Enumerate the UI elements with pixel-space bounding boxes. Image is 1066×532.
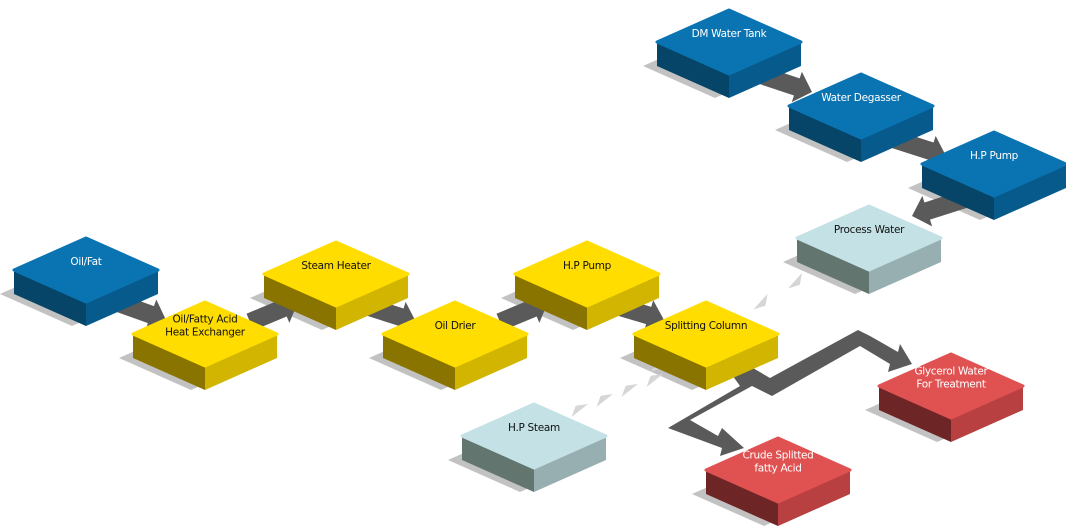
block-label: For Treatment: [916, 379, 985, 391]
block-left-face: [264, 274, 336, 330]
block-dm-water-tank[interactable]: DM Water Tank: [655, 8, 803, 98]
block-right-face: [729, 42, 801, 98]
block-water-degasser[interactable]: Water Degasser: [787, 72, 935, 162]
block-top-face: [460, 402, 608, 470]
block-label: Heat Exchanger: [165, 327, 246, 339]
block-label: H.P Pump: [563, 260, 612, 272]
block-top-face: [795, 204, 943, 272]
block-left-face: [879, 386, 951, 442]
block-label: Crude Splitted: [742, 450, 813, 462]
block-right-face: [205, 334, 277, 390]
block-left-face: [14, 270, 86, 326]
block-oil-fat[interactable]: Oil/Fat: [12, 236, 160, 326]
block-label: H.P Steam: [508, 422, 560, 434]
flow-hp-steam-to-splitting-column-chevrons: [571, 374, 663, 418]
block-left-face: [383, 334, 455, 390]
steam-chevron: [753, 293, 768, 310]
block-right-face: [587, 274, 659, 330]
block-right-face: [994, 164, 1066, 220]
block-label: H.P Pump: [970, 150, 1019, 162]
steam-chevron: [571, 404, 588, 418]
steam-chevron: [646, 374, 663, 388]
block-label: Oil/Fat: [70, 256, 101, 268]
block-label: Glycerol Water: [914, 366, 988, 378]
block-top-face: [12, 236, 160, 304]
block-right-face: [706, 334, 778, 390]
block-right-face: [455, 334, 527, 390]
block-label: DM Water Tank: [692, 28, 768, 40]
block-left-face: [515, 274, 587, 330]
block-label: Oil Drier: [435, 320, 477, 332]
block-hp-pump-water[interactable]: H.P Pump: [920, 130, 1066, 220]
block-left-face: [462, 436, 534, 492]
block-oil-drier[interactable]: Oil Drier: [381, 300, 529, 390]
block-right-face: [534, 436, 606, 492]
block-top-face: [262, 240, 410, 308]
block-left-face: [706, 470, 778, 526]
block-label: fatty Acid: [754, 463, 801, 475]
block-left-face: [133, 334, 205, 390]
block-left-face: [657, 42, 729, 98]
block-label: Steam Heater: [301, 260, 371, 272]
block-right-face: [336, 274, 408, 330]
block-top-face: [632, 300, 780, 368]
steam-chevron: [621, 384, 638, 398]
block-splitting-column[interactable]: Splitting Column: [632, 300, 780, 390]
block-top-face: [513, 240, 661, 308]
block-top-face: [704, 436, 852, 504]
block-right-face: [951, 386, 1023, 442]
block-label: Water Degasser: [821, 92, 902, 104]
block-label: Process Water: [834, 224, 905, 236]
block-left-face: [634, 334, 706, 390]
block-left-face: [797, 238, 869, 294]
block-hp-steam[interactable]: H.P Steam: [460, 402, 608, 492]
block-left-face: [922, 164, 994, 220]
block-hp-pump-oil[interactable]: H.P Pump: [513, 240, 661, 330]
block-top-face: [877, 352, 1025, 420]
block-steam-heater[interactable]: Steam Heater: [262, 240, 410, 330]
block-right-face: [861, 106, 933, 162]
block-top-face: [920, 130, 1066, 198]
block-right-face: [869, 238, 941, 294]
block-top-face: [787, 72, 935, 140]
block-label: Splitting Column: [665, 320, 747, 332]
block-top-face: [655, 8, 803, 76]
steam-chevron: [596, 394, 613, 408]
block-left-face: [789, 106, 861, 162]
block-label: Oil/Fatty Acid: [172, 314, 237, 326]
block-top-face: [131, 300, 279, 368]
steam-chevron: [787, 273, 802, 289]
block-right-face: [86, 270, 158, 326]
block-process-water[interactable]: Process Water: [795, 204, 943, 294]
block-top-face: [381, 300, 529, 368]
block-right-face: [778, 470, 850, 526]
